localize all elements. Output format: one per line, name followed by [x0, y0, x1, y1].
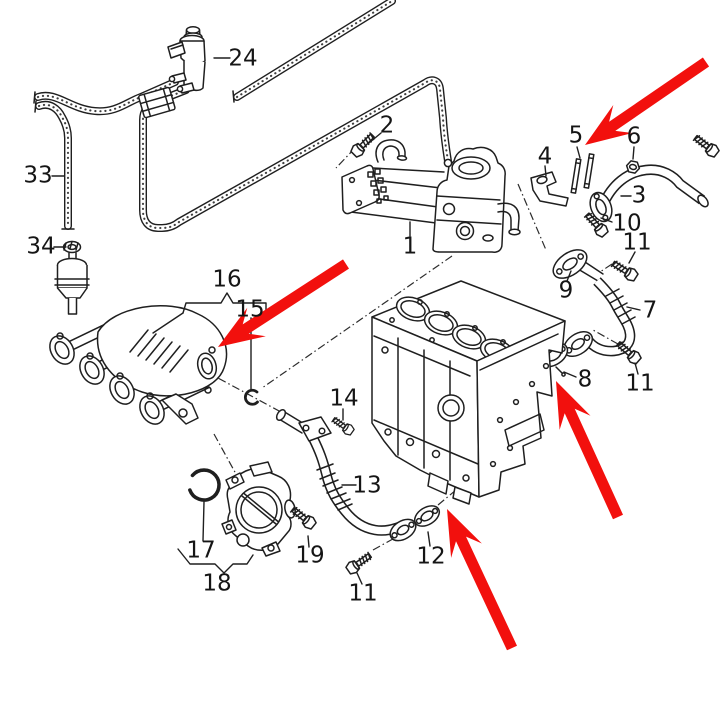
vacuum-hose-loop: [139, 76, 452, 232]
part-label-2[interactable]: 2: [379, 112, 395, 139]
projection-lines: [204, 147, 619, 551]
bracket-4: [530, 171, 569, 207]
part-label-14[interactable]: 14: [329, 385, 359, 412]
part-label-19[interactable]: 19: [295, 542, 325, 569]
part-label-9[interactable]: 9: [558, 277, 574, 304]
gasket-12: [413, 505, 441, 527]
vacuum-hose-left: [33, 78, 179, 116]
part-label-1[interactable]: 1: [402, 233, 418, 260]
hose-33: [34, 100, 75, 230]
part-label-16[interactable]: 16: [212, 266, 242, 293]
callout-arrow: [218, 259, 349, 347]
part-label-7[interactable]: 7: [642, 297, 658, 324]
callout-arrows: [218, 57, 710, 651]
vacuum-reservoir: [54, 252, 90, 315]
part-label-24[interactable]: 24: [228, 45, 258, 72]
part-label-8[interactable]: 8: [577, 366, 593, 393]
part-label-6[interactable]: 6: [626, 123, 642, 150]
part-label-11[interactable]: 11: [625, 370, 655, 397]
callout-arrow: [585, 57, 710, 145]
part-label-18[interactable]: 18: [202, 570, 232, 597]
intake-manifold: [49, 305, 228, 425]
egr-pipe-7: [562, 277, 636, 358]
egr-cooler-1: [341, 139, 521, 253]
egr-pipe-13: [275, 408, 417, 542]
callout-arrow: [556, 381, 623, 520]
callout-arrow: [447, 509, 517, 651]
flange-9: [552, 249, 604, 282]
snap-ring-15: [244, 388, 259, 406]
leader-lines: [51, 57, 641, 585]
part-label-5[interactable]: 5: [568, 122, 584, 149]
oring-17: [188, 468, 221, 502]
part-label-33[interactable]: 33: [23, 162, 53, 189]
part-label-34[interactable]: 34: [26, 233, 56, 260]
clamp-34: [62, 240, 82, 254]
hose-clamp-sleeve: [138, 86, 176, 119]
throttle-body-18: [221, 461, 296, 557]
part-label-13[interactable]: 13: [352, 472, 382, 499]
part-label-12[interactable]: 12: [416, 543, 446, 570]
part-label-11[interactable]: 11: [348, 580, 378, 607]
part-label-17[interactable]: 17: [186, 537, 216, 564]
egr-pipe-3: [589, 164, 709, 223]
engine-block: [371, 280, 566, 505]
part-label-10[interactable]: 10: [612, 210, 642, 237]
part-label-15[interactable]: 15: [235, 296, 265, 323]
vacuum-valve-24: [167, 26, 206, 94]
vacuum-hose-offframe: [232, 0, 396, 103]
part-label-3[interactable]: 3: [631, 182, 647, 209]
part-label-11[interactable]: 11: [622, 229, 652, 256]
part-label-4[interactable]: 4: [537, 143, 553, 170]
